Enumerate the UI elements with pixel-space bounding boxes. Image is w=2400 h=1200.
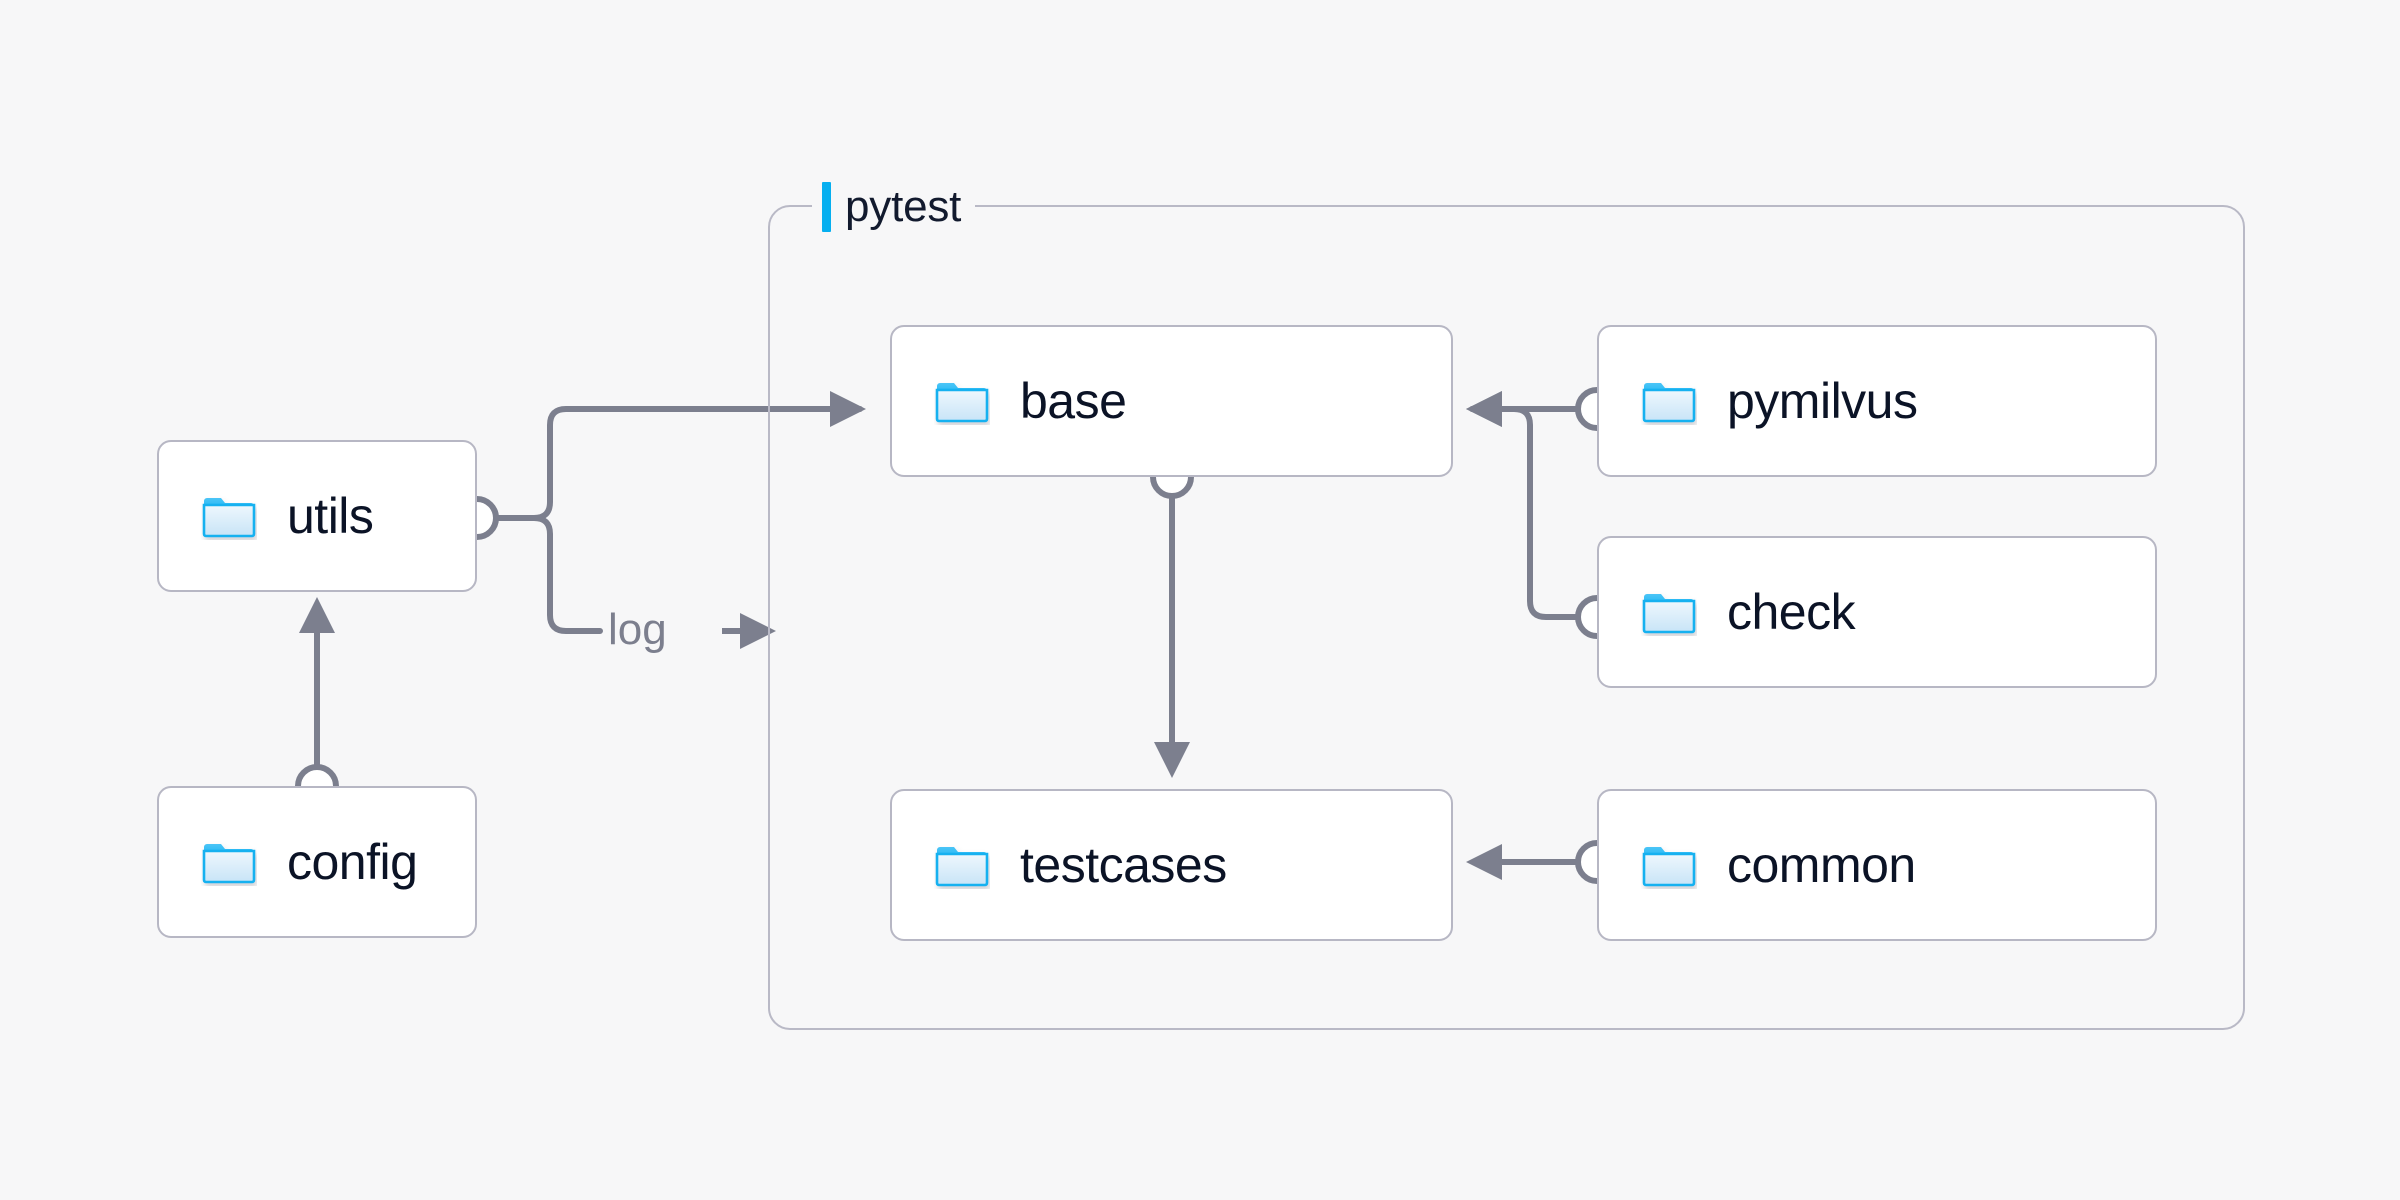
folder-icon: [202, 844, 256, 884]
node-pymilvus[interactable]: pymilvus: [1597, 325, 2157, 477]
node-label-config: config: [287, 834, 418, 890]
node-common[interactable]: common: [1597, 789, 2157, 941]
pytest-group-label-text: pytest: [845, 182, 962, 231]
node-utils[interactable]: utils: [157, 440, 477, 592]
folder-icon: [1642, 847, 1696, 887]
folder-icon: [935, 847, 989, 887]
edge-config-to-utils: [295, 597, 339, 808]
node-label-common: common: [1727, 837, 1916, 893]
folder-icon: [1642, 383, 1696, 423]
folder-icon: [202, 498, 256, 538]
accent-bar-icon: [822, 182, 831, 232]
node-label-testcases: testcases: [1020, 837, 1227, 893]
edge-label-log: log: [608, 605, 667, 654]
node-check[interactable]: check: [1597, 536, 2157, 688]
pytest-group-label: pytest: [812, 178, 976, 236]
node-base[interactable]: base: [890, 325, 1453, 477]
node-config[interactable]: config: [157, 786, 477, 938]
node-testcases[interactable]: testcases: [890, 789, 1453, 941]
node-label-pymilvus: pymilvus: [1727, 373, 1918, 429]
folder-icon: [935, 383, 989, 423]
pytest-group-container[interactable]: [768, 205, 2245, 1030]
node-label-check: check: [1727, 584, 1856, 640]
folder-icon: [1642, 594, 1696, 634]
node-label-utils: utils: [287, 488, 374, 544]
node-label-base: base: [1020, 373, 1127, 429]
